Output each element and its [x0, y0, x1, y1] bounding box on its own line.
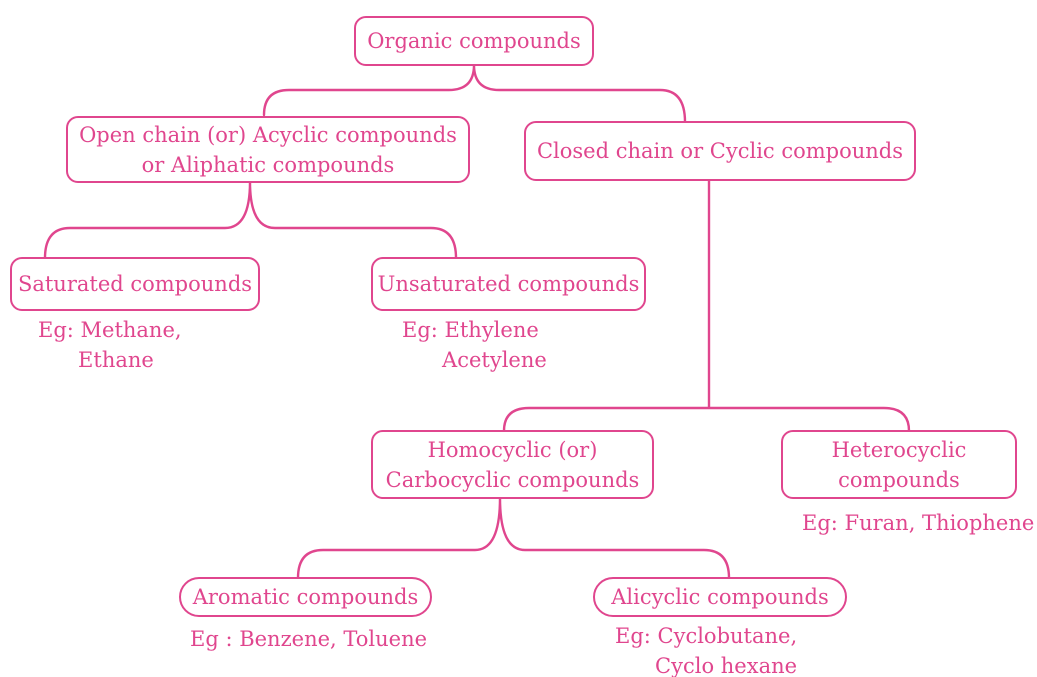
node-heterocyclic-compounds: Heterocyclic compounds [781, 430, 1017, 499]
node-aromatic-compounds: Aromatic compounds [179, 577, 432, 617]
node-alicyclic-compounds: Alicyclic compounds [593, 577, 847, 617]
node-organic-compounds: Organic compounds [354, 16, 594, 66]
node-unsaturated-compounds: Unsaturated compounds [371, 257, 646, 311]
connector-open-chain-split [43, 180, 458, 260]
example-aromatic: Eg : Benzene, Toluene [190, 627, 428, 651]
example-unsaturated: Eg: Ethylene Acetylene [402, 318, 547, 372]
connector-homocyclic-split [296, 496, 731, 580]
example-saturated: Eg: Methane, Ethane [38, 318, 182, 372]
example-heterocyclic: Eg: Furan, Thiophene [802, 511, 1035, 535]
node-open-chain-compounds: Open chain (or) Acyclic compounds or Ali… [66, 116, 470, 183]
example-alicyclic: Eg: Cyclobutane, Cyclo hexane [615, 624, 798, 677]
node-closed-chain-compounds: Closed chain or Cyclic compounds [524, 121, 916, 181]
node-saturated-compounds: Saturated compounds [10, 257, 260, 311]
connector-organic-split [262, 63, 687, 124]
node-homocyclic-compounds: Homocyclic (or) Carbocyclic compounds [371, 430, 654, 499]
connector-closed-chain-split [502, 178, 911, 433]
